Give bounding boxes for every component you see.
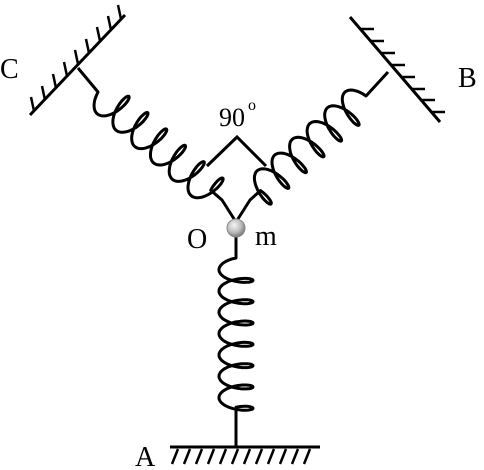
label-o: O: [187, 224, 207, 255]
wall-b-hatching: [360, 27, 445, 114]
label-angle-unit: o: [248, 97, 256, 114]
spring-b: [234, 70, 390, 223]
wall-c-hatching: [29, 4, 123, 112]
spring-a: [217, 236, 255, 447]
wall-b-surface: [348, 16, 442, 123]
wall-a: [170, 445, 320, 465]
right-angle-marker: [205, 134, 268, 168]
wall-b: [348, 16, 445, 123]
mass-ball: [226, 218, 246, 238]
wall-a-hatching: [170, 448, 312, 465]
wall-c: [28, 4, 127, 117]
label-a: A: [135, 442, 156, 470]
label-b: B: [458, 63, 477, 94]
spring-c: [76, 67, 238, 223]
label-angle: 90: [219, 103, 245, 132]
label-c: C: [0, 54, 19, 85]
label-m: m: [255, 221, 277, 252]
